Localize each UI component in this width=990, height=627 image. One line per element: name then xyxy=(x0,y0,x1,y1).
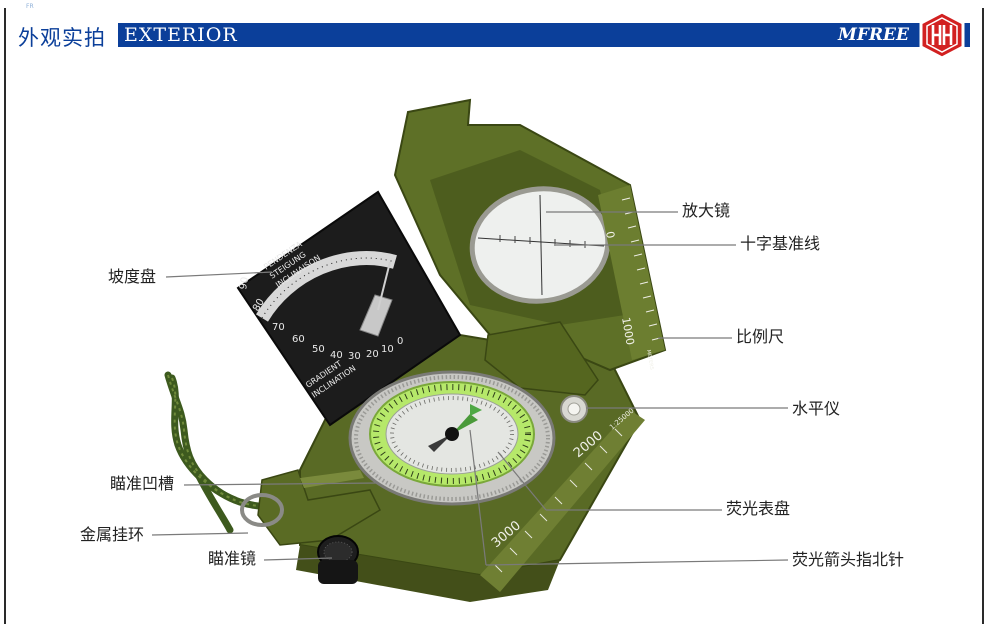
clinometer-arc-ticks xyxy=(261,257,396,319)
clino-tick-0: 0 xyxy=(397,336,403,347)
lid-ruler-label-0: 0 xyxy=(603,230,617,239)
lid-ruler-ticks xyxy=(621,197,661,341)
clinometer-needle xyxy=(359,261,393,337)
callout-metal-ring: 金属挂环 xyxy=(80,525,145,544)
clino-tick-90: 90 xyxy=(238,276,251,290)
bubble-level-vial xyxy=(567,402,581,416)
callout-crosshair: 十字基准线 xyxy=(740,234,821,253)
sight-lens-assembly xyxy=(317,535,359,584)
callout-sight-lens: 瞄准镜 xyxy=(208,549,257,568)
base-ruler-ticks xyxy=(494,428,623,573)
clinometer-plate xyxy=(236,190,462,427)
clino-tick-20: 20 xyxy=(366,349,379,360)
lid-hinge xyxy=(484,321,599,396)
dial-pivot xyxy=(445,427,459,441)
callout-luminous-needle: 荧光箭头指北针 xyxy=(792,550,905,569)
clino-tick-30: 30 xyxy=(348,351,361,362)
page-frame xyxy=(4,8,984,624)
section-title-english: EXTERIOR xyxy=(124,24,238,46)
callout-leader-lines xyxy=(151,211,789,566)
callout-clinometer: 坡度盘 xyxy=(108,267,157,286)
callout-sight-notch: 瞄准凹槽 xyxy=(110,474,175,493)
lid-ruler-unit: METERS xyxy=(645,349,654,370)
clino-tick-40: 40 xyxy=(330,350,343,361)
dial-face-ticks xyxy=(390,396,514,472)
callout-luminous-dial: 荧光表盘 xyxy=(726,499,791,518)
lid-ruler xyxy=(598,185,665,360)
callout-level: 水平仪 xyxy=(792,399,841,418)
lanyard-cord-texture xyxy=(167,374,291,508)
section-title-bar xyxy=(118,23,970,47)
brand-name: MFREE xyxy=(838,25,909,45)
metal-ring xyxy=(240,493,284,527)
luminous-needle xyxy=(428,404,482,452)
compass-base-shade xyxy=(296,545,560,602)
clino-tick-60: 60 xyxy=(292,334,305,345)
clino-tick-10: 10 xyxy=(381,344,394,355)
hexagon-monogram-icon xyxy=(919,10,965,60)
dial-bezel-ridges xyxy=(354,375,550,501)
base-ruler-edge xyxy=(480,410,645,592)
callout-magnifier: 放大镜 xyxy=(682,201,731,220)
luminous-dial-ticks xyxy=(373,384,531,484)
clino-tick-50: 50 xyxy=(312,344,325,355)
callout-scale-ruler: 比例尺 xyxy=(736,327,785,346)
clino-tick-70: 70 xyxy=(272,322,285,333)
corner-mark: FR xyxy=(26,3,34,10)
lid-ruler-label-1000: 1000 xyxy=(619,316,637,346)
section-title-chinese: 外观实拍 xyxy=(18,26,106,50)
